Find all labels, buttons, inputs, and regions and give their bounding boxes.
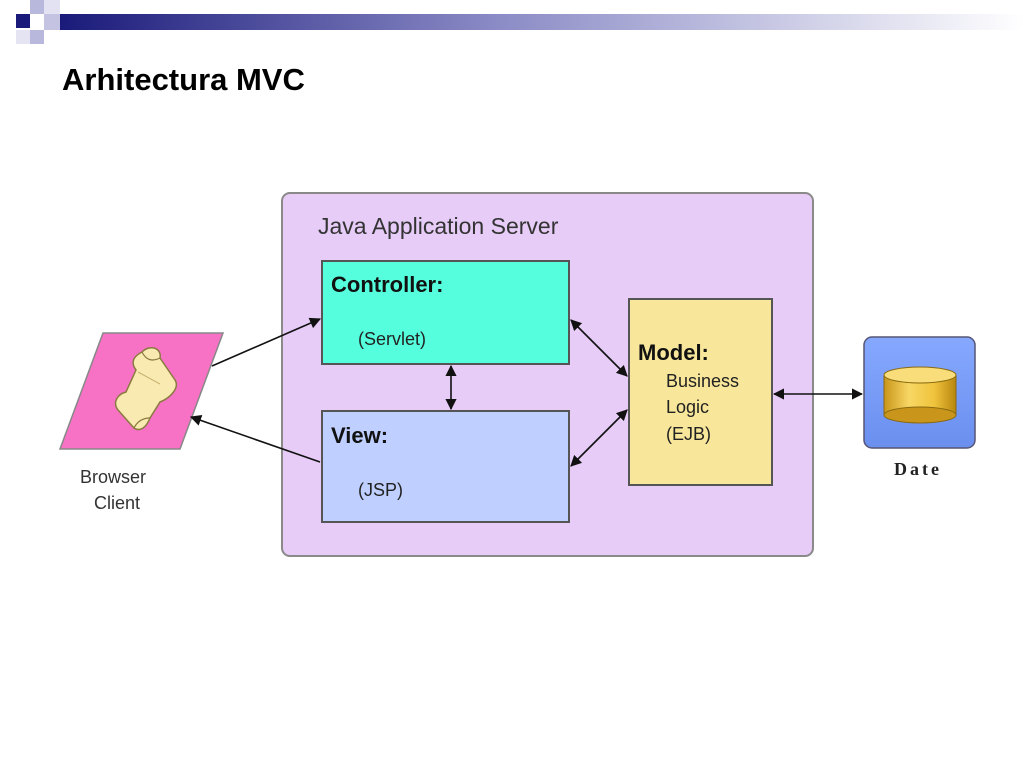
header-gradient-bar — [60, 14, 1024, 30]
slide-header-decoration — [16, 0, 1024, 44]
arrow-controller-model — [570, 319, 628, 377]
browser-client: Browser Client — [58, 332, 225, 513]
header-square — [44, 0, 60, 14]
view-title: View: — [331, 423, 388, 448]
database-label: Date — [894, 459, 942, 479]
model-line: Logic — [666, 397, 709, 417]
model-line: (EJB) — [666, 424, 711, 444]
scroll-document-icon — [114, 347, 177, 431]
view-subtitle: (JSP) — [358, 480, 403, 500]
arrow-client-to-controller — [211, 317, 322, 367]
controller-title: Controller: — [331, 272, 443, 297]
browser-client-label-line1: Browser — [80, 467, 146, 487]
view-box: View: (JSP) — [321, 410, 570, 523]
controller-subtitle: (Servlet) — [358, 329, 426, 349]
database: Date — [863, 336, 976, 479]
database-cylinder-icon — [883, 366, 957, 424]
header-square — [16, 30, 30, 44]
server-label: Java Application Server — [318, 213, 559, 239]
model-box: Model: Business Logic (EJB) — [628, 298, 773, 486]
browser-client-label-line2: Client — [94, 493, 140, 513]
header-square — [16, 14, 30, 28]
arrow-view-model — [570, 409, 628, 467]
header-square — [30, 0, 44, 14]
arrows — [189, 317, 864, 467]
arrow-view-to-client — [189, 415, 321, 463]
page-title: Arhitectura MVC — [62, 62, 305, 97]
model-title: Model: — [638, 340, 709, 365]
controller-box: Controller: (Servlet) — [321, 260, 570, 365]
header-square — [30, 30, 44, 44]
header-square — [44, 14, 60, 30]
model-line: Business — [666, 371, 739, 391]
